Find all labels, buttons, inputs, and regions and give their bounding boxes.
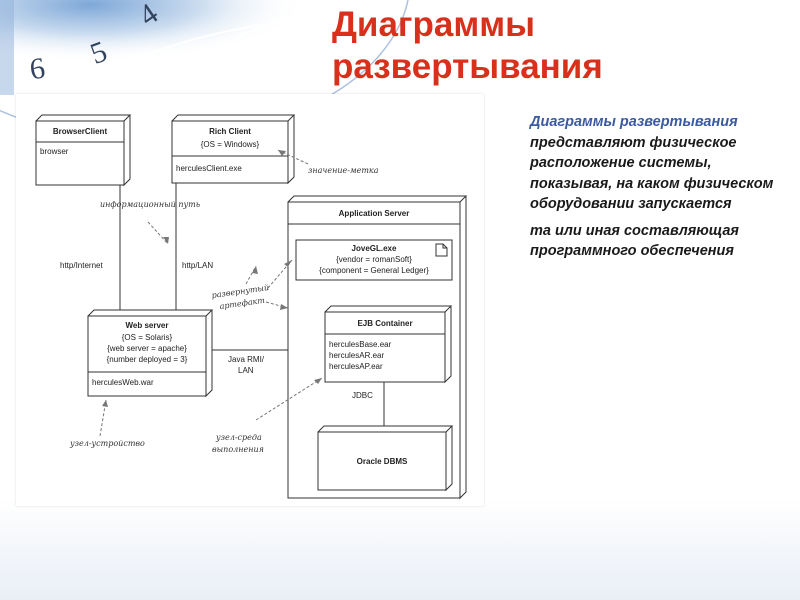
description-accent: Диаграммы развертывания (530, 114, 738, 130)
link-label-java-rmi-lan: LAN (238, 366, 254, 375)
slide-title-line-1: Диаграммы (332, 5, 536, 44)
link-label-jdbc: JDBC (352, 391, 373, 400)
jovegl-artifact (295, 239, 453, 281)
link-label-http-internet: http/Internet (60, 261, 103, 270)
oracle-dbms-title: Oracle DBMS (357, 457, 408, 466)
deployment-diagram: BrowserClient browser Rich Client {OS = … (16, 94, 484, 506)
annotation-tagged-value: значение-метка (308, 166, 379, 175)
rich-client-tag: {OS = Windows} (201, 140, 260, 149)
annotation-exec-env-1: узел-среда (215, 433, 262, 442)
web-server-node (87, 309, 214, 398)
slide-title: Диаграммы развертывания (332, 4, 772, 88)
bg-number-6: 6 (28, 51, 47, 86)
browser-client-body: browser (40, 147, 69, 156)
description-paragraph-2: та или иная составляющая программного об… (530, 222, 739, 260)
ejb-container-title: EJB Container (357, 319, 412, 328)
web-server-title: Web server (126, 321, 169, 330)
annotation-comm-path: информационный путь (100, 200, 200, 209)
rich-client-node (171, 114, 296, 185)
jovegl-tag-component: {component = General Ledger} (319, 266, 429, 275)
arrow-heads (102, 150, 322, 407)
application-server-title: Application Server (339, 209, 410, 218)
browser-client-node (35, 114, 132, 187)
web-server-tag-apache: {web server = apache} (107, 344, 187, 353)
rich-client-body: herculesClient.exe (176, 164, 242, 173)
annotation-exec-env-2: выполнения (212, 445, 264, 454)
ejb-item-base: herculesBase.ear (329, 340, 392, 349)
ejb-container-node (324, 305, 453, 384)
slide-description: Диаграммы развертывания представляют физ… (530, 112, 792, 262)
jovegl-title: JoveGL.exe (352, 244, 397, 253)
communication-paths (119, 183, 385, 426)
web-server-body: herculesWeb.war (92, 378, 154, 387)
link-label-java-rmi: Java RMI/ (228, 355, 265, 364)
description-rest: представляют физическое расположение сис… (530, 134, 774, 213)
link-label-http-lan: http/LAN (182, 261, 213, 270)
oracle-dbms-node (317, 425, 454, 492)
browser-client-title: BrowserClient (53, 127, 108, 136)
ejb-item-ap: herculesAP.ear (329, 362, 383, 371)
slide-title-line-2: развертывания (332, 47, 603, 86)
web-server-tag-os: {OS = Solaris} (122, 333, 173, 342)
web-server-tag-deployed: {number deployed = 3} (107, 355, 188, 364)
description-paragraph-1: Диаграммы развертывания представляют физ… (530, 112, 792, 215)
rich-client-title: Rich Client (209, 127, 251, 136)
ejb-item-ar: herculesAR.ear (329, 351, 384, 360)
annotation-device-node: узел-устройство (69, 439, 145, 448)
jovegl-tag-vendor: {vendor = romanSoft} (336, 255, 412, 264)
